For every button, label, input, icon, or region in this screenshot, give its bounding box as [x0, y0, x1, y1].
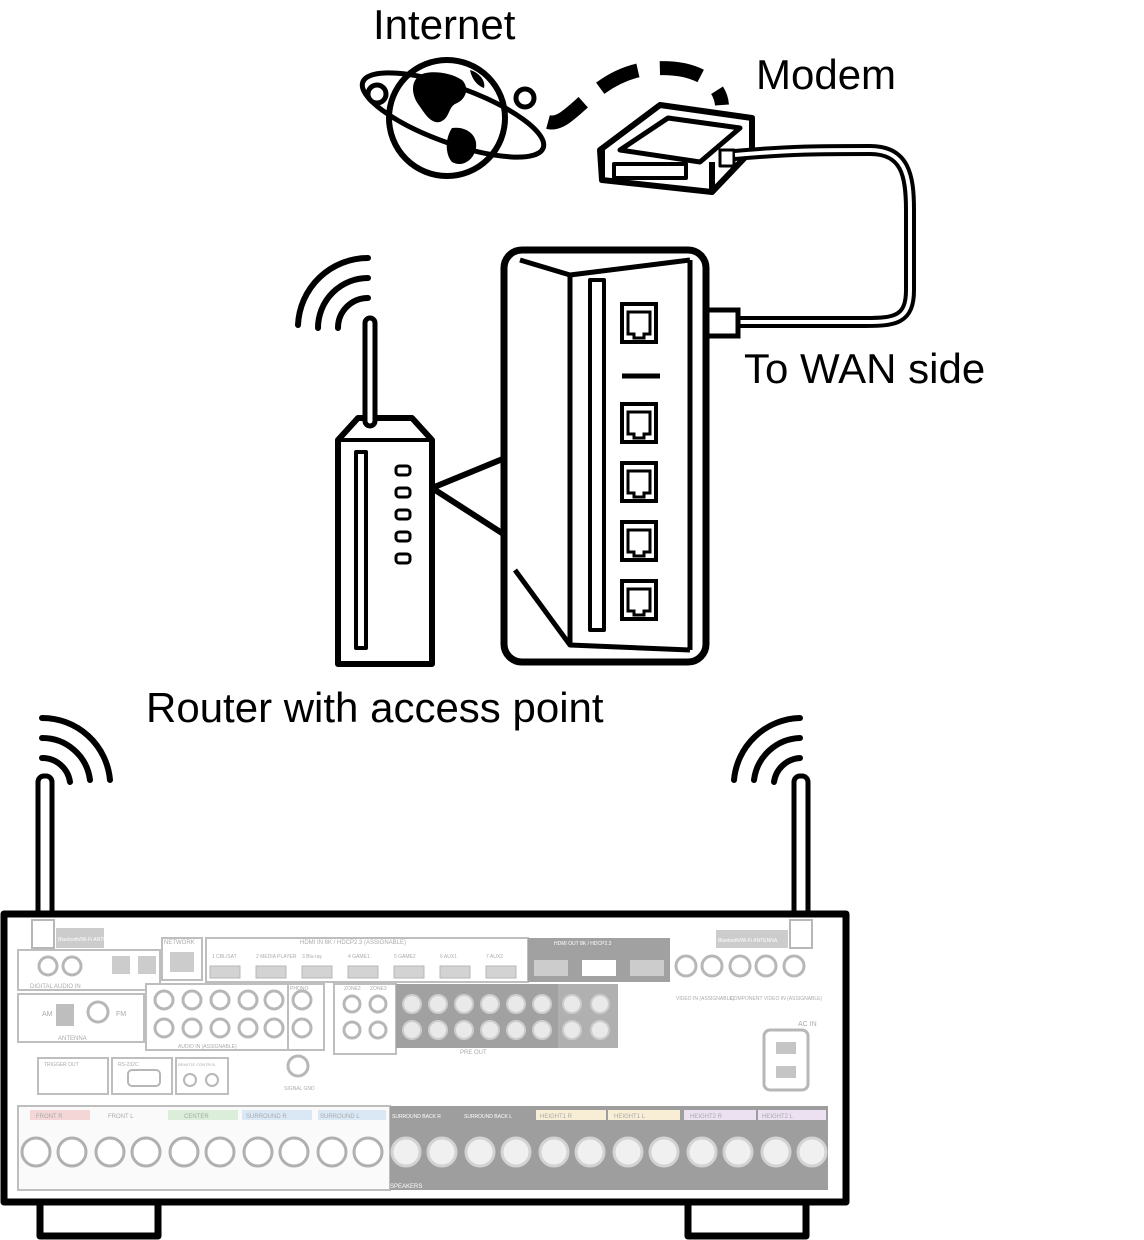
speaker-front-l: FRONT L — [108, 1114, 134, 1120]
wan-side-label: To WAN side — [744, 345, 986, 392]
lan-port-1 — [620, 402, 658, 444]
speaker-center: CENTER — [184, 1114, 209, 1120]
receiver-chassis — [0, 910, 850, 1240]
router-callout — [429, 455, 508, 538]
speakers-label: SPEAKERS — [390, 1184, 422, 1190]
zone2-label: ZONE2 — [344, 986, 361, 992]
lan-port-3 — [620, 520, 658, 562]
internet-dashed-link — [546, 61, 729, 130]
modem-icon — [597, 102, 755, 195]
lan-port-4 — [620, 579, 658, 621]
wan-port — [620, 302, 658, 344]
speaker-height2-l: HEIGHT2 L — [762, 1114, 794, 1120]
hdmi-input-1: 1 CBL/SAT — [212, 954, 237, 960]
speaker-height1-r: HEIGHT1 R — [540, 1114, 573, 1120]
receiver-antennas — [35, 773, 811, 929]
router-wifi-icon — [295, 254, 371, 331]
hdmi-input-6: 6 AUX1 — [440, 954, 457, 960]
router-lan-ports — [620, 302, 658, 621]
speaker-front-r: FRONT R — [36, 1114, 63, 1120]
router-rear-panel — [500, 246, 710, 666]
trigger-out-label: TRIGGER OUT — [44, 1062, 79, 1068]
modem-label: Modem — [756, 51, 897, 98]
speaker-surround-r: SURROUND R — [246, 1114, 287, 1120]
receiver-wifi-left-icon — [39, 714, 113, 785]
component-video-label: COMPONENT VIDEO IN (ASSIGNABLE) — [730, 996, 822, 1002]
receiver-wifi-right-icon — [731, 715, 803, 785]
bt-antenna-right-label: Bluetooth/Wi-Fi ANTENNA — [718, 938, 778, 944]
hdmi-input-4: 4 GAME1 — [348, 954, 370, 960]
receiver-rear-panel: Bluetooth/Wi-Fi ANTENNA Bluetooth/Wi-Fi … — [17, 919, 828, 1191]
hdmi-in-label: HDMI IN 8K / HDCP2.3 (ASSIGNABLE) — [300, 940, 406, 946]
speaker-surround-back-l: SURROUND BACK L — [464, 1114, 512, 1120]
phono-label: PHONO — [290, 986, 308, 992]
am-label: AM — [42, 1011, 53, 1018]
ac-in-label: AC IN — [798, 1021, 817, 1028]
hdmi-out-label: HDMI OUT 8K / HDCP2.3 — [554, 941, 612, 947]
antenna-label: ANTENNA — [58, 1036, 87, 1042]
zone3-label: ZONE3 — [370, 986, 387, 992]
hdmi-input-5: 5 GAME2 — [394, 954, 416, 960]
speaker-height1-l: HEIGHT1 L — [614, 1114, 646, 1120]
digital-audio-label: DIGITAL AUDIO IN — [30, 984, 81, 990]
wan-cable — [734, 143, 916, 328]
router-icon — [335, 415, 435, 667]
speaker-height2-r: HEIGHT2 R — [690, 1114, 723, 1120]
hdmi-input-3: 3 Blu-ray — [302, 954, 323, 960]
fm-label: FM — [116, 1011, 126, 1018]
globe-icon — [359, 57, 547, 179]
speaker-surround-back-r: SURROUND BACK R — [392, 1114, 441, 1120]
pre-out-label: PRE OUT — [460, 1050, 487, 1056]
audio-in-label: AUDIO IN (ASSIGNABLE) — [178, 1044, 237, 1050]
speaker-surround-l: SURROUND L — [320, 1114, 360, 1120]
bt-antenna-left-label: Bluetooth/Wi-Fi ANTENNA — [58, 937, 118, 943]
rs232c-label: RS-232C — [118, 1062, 139, 1068]
video-in-label: VIDEO IN (ASSIGNABLE) — [676, 996, 735, 1002]
signal-gnd-label: SIGNAL GND — [284, 1086, 315, 1092]
lan-port-2 — [620, 461, 658, 503]
router-antenna — [362, 315, 378, 429]
hdmi-input-2: 2 MEDIA PLAYER — [256, 954, 297, 960]
remote-control-label: REMOTE CONTROL — [178, 1062, 217, 1067]
router-label: Router with access point — [146, 684, 604, 731]
network-label: NETWORK — [164, 940, 195, 946]
internet-label: Internet — [373, 1, 516, 48]
hdmi-input-7: 7 AUX2 — [486, 954, 503, 960]
